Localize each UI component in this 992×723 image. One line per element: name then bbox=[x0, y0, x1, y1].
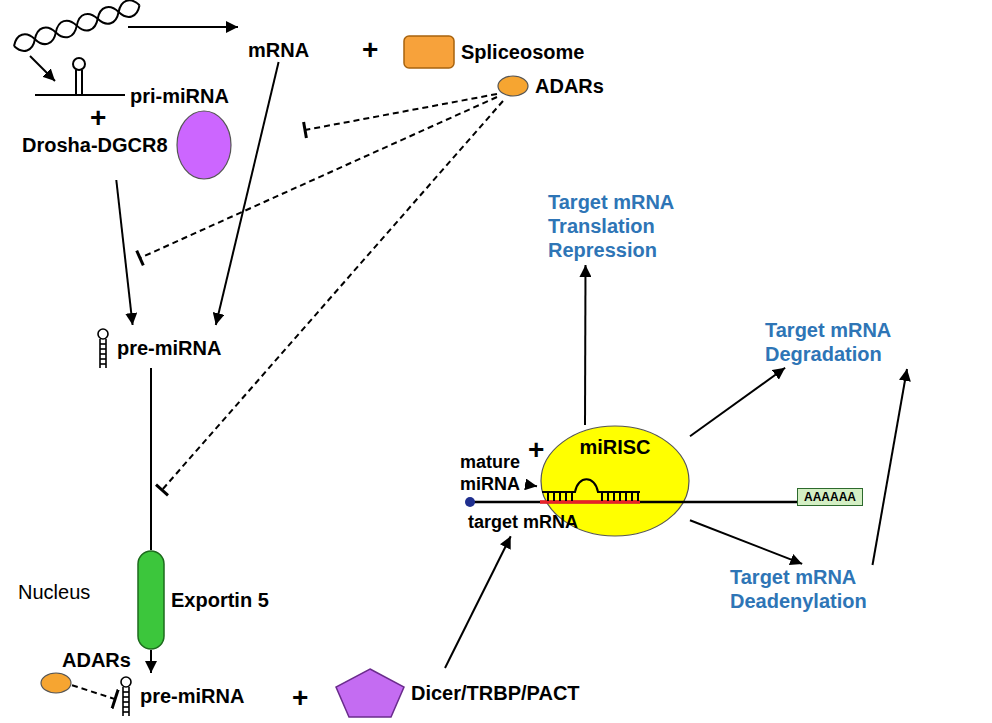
complex-label: Dicer/TRBP/PACT bbox=[411, 681, 580, 705]
arrow-connector bbox=[445, 536, 511, 668]
rna-label: pre-miRNA bbox=[140, 684, 244, 708]
arrow-connector bbox=[150, 368, 152, 550]
dna-helix bbox=[11, 0, 142, 54]
outcome-label: Target mRNA Translation Repression bbox=[548, 190, 698, 262]
arrow-connector bbox=[116, 180, 132, 325]
complex-label: Spliceosome bbox=[461, 40, 584, 64]
transporter-label: Exportin 5 bbox=[171, 588, 269, 612]
rna-label-node: pri-miRNA bbox=[130, 84, 229, 108]
plus-sign: + bbox=[528, 436, 544, 464]
plus-sign: + bbox=[292, 684, 308, 712]
rna-label: target mRNA bbox=[468, 512, 578, 534]
rna-label-node: target mRNA bbox=[468, 512, 578, 534]
pentagon-shape bbox=[335, 668, 405, 718]
adar-inhibition-lines bbox=[137, 94, 503, 495]
adar-node: ADARs bbox=[40, 648, 131, 694]
spliceosome-node: Spliceosome bbox=[403, 35, 584, 69]
enzyme-label: ADARs bbox=[535, 74, 604, 98]
arrow-connector bbox=[150, 650, 152, 673]
arrow-connector bbox=[584, 265, 587, 425]
exportin-node: Exportin 5 bbox=[137, 550, 269, 650]
inhibition-connector bbox=[72, 685, 115, 699]
drosha-node: Drosha-DGCR8 bbox=[22, 110, 232, 180]
transcription-arrow bbox=[30, 56, 55, 81]
region-label: Nucleus bbox=[18, 580, 708, 604]
rna-label: pri-miRNA bbox=[130, 84, 229, 108]
polya-tail-box: AAAAAA bbox=[797, 488, 863, 506]
plus-sign: + bbox=[362, 36, 378, 64]
complex-label: miRISC bbox=[540, 435, 690, 459]
nucleus-region: NucleusmRNASpliceosomepri-miRNAADARsDros… bbox=[0, 0, 690, 645]
mirna-label-node: mature miRNA bbox=[455, 452, 525, 495]
rna-label: mRNA bbox=[248, 38, 309, 62]
hairpin-shape bbox=[95, 328, 111, 368]
pre-mirna-node: pre-miRNA bbox=[118, 676, 244, 716]
outcome-node: Target mRNA Degradation bbox=[765, 318, 915, 366]
rna-label-node: mRNA bbox=[248, 38, 309, 62]
ellipse-shape bbox=[40, 672, 72, 694]
pre-mirna-node: pre-miRNA bbox=[95, 328, 221, 368]
rrect-shape bbox=[403, 35, 455, 69]
arrow-connector bbox=[690, 368, 785, 436]
rna-label: mature miRNA bbox=[455, 452, 525, 495]
ellipse-shape bbox=[176, 110, 232, 180]
outcome-label: Target mRNA Degradation bbox=[765, 318, 915, 366]
arrow-connector bbox=[873, 369, 908, 565]
complex-label: Drosha-DGCR8 bbox=[22, 133, 168, 157]
ellipse-shape bbox=[497, 75, 529, 97]
arrow-connector bbox=[525, 484, 537, 486]
plus-holder: + bbox=[90, 104, 106, 132]
rna-label: pre-miRNA bbox=[117, 336, 221, 360]
dicer-node: Dicer/TRBP/PACT bbox=[335, 668, 580, 718]
outcome-node: Target mRNA Translation Repression bbox=[548, 190, 698, 262]
adar-node: ADARs bbox=[497, 74, 604, 98]
arrow-connector bbox=[690, 520, 802, 564]
plus-holder: + bbox=[528, 436, 544, 464]
plus-holder: + bbox=[292, 684, 308, 712]
plus-sign: + bbox=[90, 104, 106, 132]
outcome-node: Target mRNA Deadenylation bbox=[730, 565, 880, 613]
hairpin-shape bbox=[118, 676, 134, 716]
outcome-label: Target mRNA Deadenylation bbox=[730, 565, 880, 613]
enzyme-label: ADARs bbox=[62, 648, 131, 672]
transcription-arrow bbox=[128, 26, 238, 28]
plus-holder: + bbox=[362, 36, 378, 64]
capsule-shape bbox=[137, 550, 165, 650]
pri-mirna-hairpin bbox=[35, 58, 125, 95]
polya-label: AAAAAA bbox=[804, 490, 856, 504]
